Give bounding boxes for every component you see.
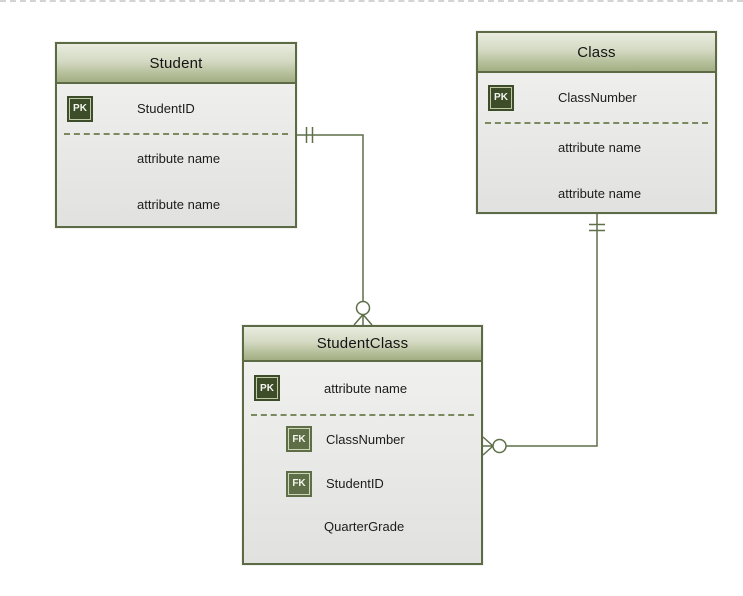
- attribute-label: attribute name: [558, 139, 642, 155]
- attribute-label: QuarterGrade: [324, 519, 405, 534]
- entity-class[interactable]: Class PK ClassNumber attribute name attr…: [476, 31, 717, 214]
- attribute-label: StudentID: [137, 101, 195, 116]
- attribute-label: attribute name: [137, 196, 221, 212]
- connector-class-studentclass[interactable]: [482, 214, 605, 456]
- attribute-row[interactable]: attribute name: [57, 135, 295, 181]
- cardinality-one-and-only-one-marker: [589, 223, 605, 232]
- pk-separator: [485, 122, 708, 124]
- attribute-label: attribute name: [137, 150, 221, 166]
- pk-badge: PK: [67, 95, 93, 122]
- pk-separator: [251, 414, 474, 416]
- entity-title[interactable]: StudentClass: [244, 327, 481, 362]
- connector-line[interactable]: [297, 134, 364, 302]
- entity-student[interactable]: Student PK StudentID attribute name attr…: [55, 42, 297, 228]
- attribute-row[interactable]: attribute name: [478, 170, 715, 216]
- attribute-row[interactable]: attribute name: [57, 181, 295, 227]
- entity-studentclass[interactable]: StudentClass PK attribute name FK ClassN…: [242, 325, 483, 565]
- cardinality-zero-or-many-marker: [353, 300, 373, 326]
- connector-student-studentclass[interactable]: [297, 127, 373, 326]
- attribute-label: StudentID: [326, 476, 384, 491]
- attribute-label: attribute name: [558, 185, 642, 201]
- pk-badge: PK: [488, 84, 514, 111]
- attribute-label: ClassNumber: [326, 431, 405, 447]
- entity-title[interactable]: Student: [57, 44, 295, 84]
- attribute-label: attribute name: [324, 380, 408, 396]
- cardinality-one-and-only-one-marker: [305, 127, 314, 143]
- page-break-line: [0, 0, 743, 2]
- cardinality-zero-or-many-marker: [482, 436, 507, 456]
- fk-badge: FK: [286, 426, 312, 452]
- attribute-row-fk[interactable]: FK StudentID: [244, 462, 481, 505]
- attribute-row-pk[interactable]: PK ClassNumber: [478, 73, 715, 122]
- attribute-row-pk[interactable]: PK StudentID: [57, 84, 295, 133]
- pk-separator: [64, 133, 288, 135]
- attribute-row[interactable]: attribute name: [478, 124, 715, 170]
- entity-title[interactable]: Class: [478, 33, 715, 73]
- attribute-label: ClassNumber: [558, 90, 637, 105]
- fk-badge: FK: [286, 470, 312, 497]
- pk-badge: PK: [254, 375, 280, 401]
- attribute-row-pk[interactable]: PK attribute name: [244, 362, 481, 414]
- attribute-row[interactable]: QuarterGrade: [244, 505, 481, 548]
- attribute-row-fk[interactable]: FK ClassNumber: [244, 416, 481, 462]
- connector-line[interactable]: [506, 214, 598, 447]
